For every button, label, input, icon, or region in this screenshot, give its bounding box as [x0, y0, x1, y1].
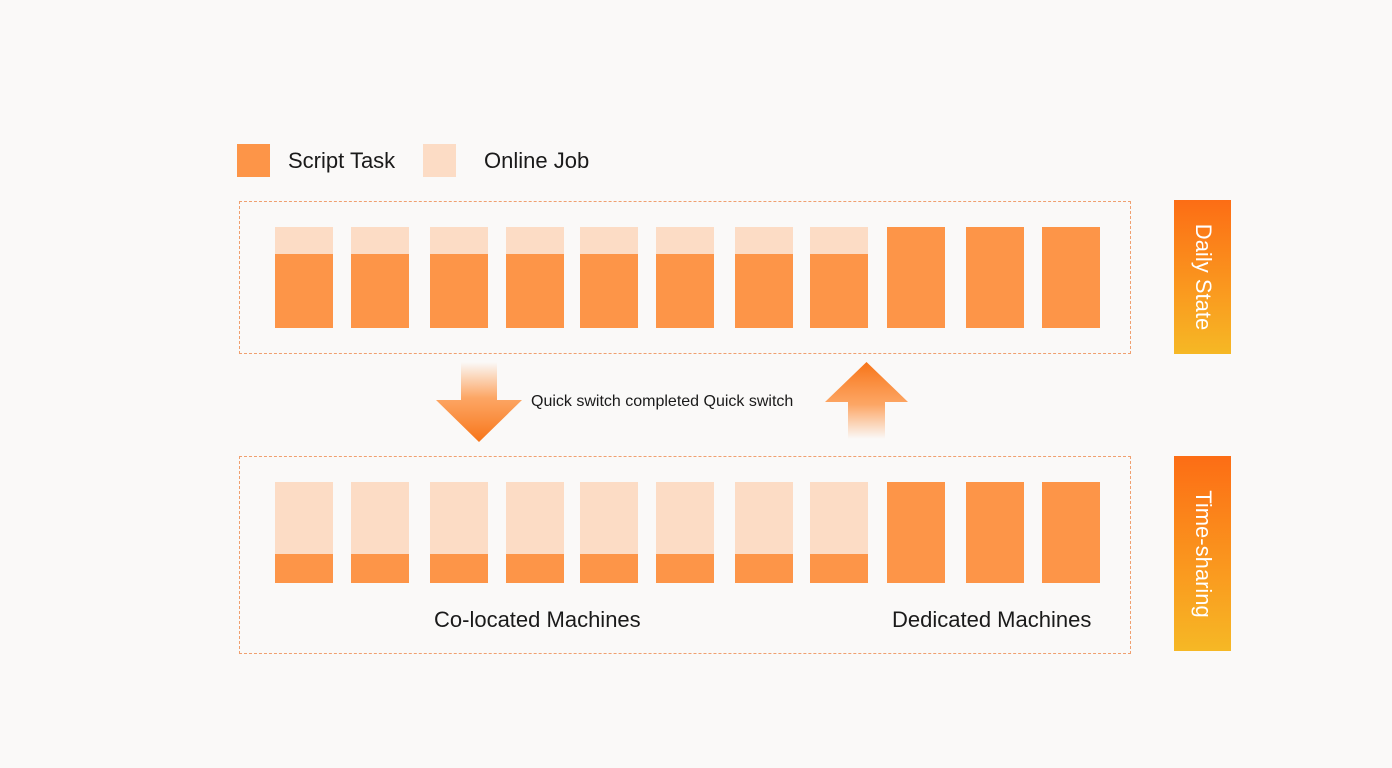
online-job-segment	[275, 482, 333, 554]
co-located-machine-timesharing	[656, 482, 714, 583]
script-task-segment	[656, 254, 714, 328]
script-task-segment	[966, 482, 1024, 583]
online-job-segment	[656, 227, 714, 255]
online-job-segment	[580, 482, 638, 554]
script-task-segment	[735, 254, 793, 328]
co-located-machine-timesharing	[580, 482, 638, 583]
script-task-segment	[810, 553, 868, 583]
co-located-machine-timesharing	[430, 482, 488, 583]
time-sharing-group	[239, 456, 1131, 654]
script-task-segment	[656, 553, 714, 583]
script-task-segment	[810, 254, 868, 328]
dedicated-machine-daily	[1042, 227, 1100, 328]
co-located-machines-label: Co-located Machines	[434, 607, 641, 632]
script-task-segment	[430, 553, 488, 583]
co-located-machine-timesharing	[735, 482, 793, 583]
legend-swatch-script-task	[237, 144, 270, 177]
online-job-segment	[506, 227, 564, 255]
legend-label-script-task: Script Task	[288, 148, 396, 173]
dedicated-machine-daily	[887, 227, 945, 328]
script-task-segment	[966, 227, 1024, 328]
script-task-segment	[887, 482, 945, 583]
daily-state-group	[239, 201, 1131, 354]
online-job-segment	[430, 482, 488, 554]
dedicated-machines-label: Dedicated Machines	[892, 607, 1092, 632]
script-task-segment	[506, 254, 564, 328]
online-job-segment	[735, 482, 793, 554]
script-task-segment	[351, 553, 409, 583]
dedicated-machine-timesharing	[887, 482, 945, 583]
script-task-segment	[580, 553, 638, 583]
online-job-segment	[351, 227, 409, 255]
dedicated-machine-daily	[966, 227, 1024, 328]
co-located-machine-daily	[580, 227, 638, 328]
script-task-segment	[351, 254, 409, 328]
daily-state-tag: Daily State	[1174, 200, 1231, 354]
co-located-machine-timesharing	[275, 482, 333, 583]
co-located-machine-timesharing	[810, 482, 868, 583]
co-located-machine-daily	[430, 227, 488, 328]
quick-switch-caption: Quick switch completed Quick switch	[531, 393, 794, 410]
time-sharing-label: Time-sharing	[1190, 489, 1216, 618]
arrow-up-icon	[825, 362, 908, 439]
online-job-segment	[430, 227, 488, 255]
co-located-machine-timesharing	[351, 482, 409, 583]
co-located-machine-daily	[351, 227, 409, 328]
dedicated-machine-timesharing	[966, 482, 1024, 583]
script-task-segment	[1042, 227, 1100, 328]
online-job-segment	[351, 482, 409, 554]
script-task-segment	[580, 254, 638, 328]
script-task-segment	[1042, 482, 1100, 583]
script-task-segment	[275, 254, 333, 328]
co-located-machine-daily	[735, 227, 793, 328]
online-job-segment	[810, 227, 868, 255]
online-job-segment	[735, 227, 793, 255]
legend-swatch-online-job	[423, 144, 456, 177]
dedicated-machine-timesharing	[1042, 482, 1100, 583]
time-sharing-tag: Time-sharing	[1174, 456, 1231, 651]
co-located-machine-daily	[275, 227, 333, 328]
online-job-segment	[506, 482, 564, 554]
daily-state-label: Daily State	[1190, 223, 1216, 331]
script-task-segment	[887, 227, 945, 328]
arrow-down-icon	[436, 362, 522, 442]
script-task-segment	[430, 254, 488, 328]
online-job-segment	[275, 227, 333, 255]
co-located-machine-daily	[506, 227, 564, 328]
legend-label-online-job: Online Job	[484, 148, 590, 173]
online-job-segment	[810, 482, 868, 554]
co-located-machine-daily	[810, 227, 868, 328]
co-located-machine-timesharing	[506, 482, 564, 583]
script-task-segment	[506, 553, 564, 583]
co-located-machine-daily	[656, 227, 714, 328]
script-task-segment	[735, 553, 793, 583]
script-task-segment	[275, 553, 333, 583]
online-job-segment	[580, 227, 638, 255]
online-job-segment	[656, 482, 714, 554]
